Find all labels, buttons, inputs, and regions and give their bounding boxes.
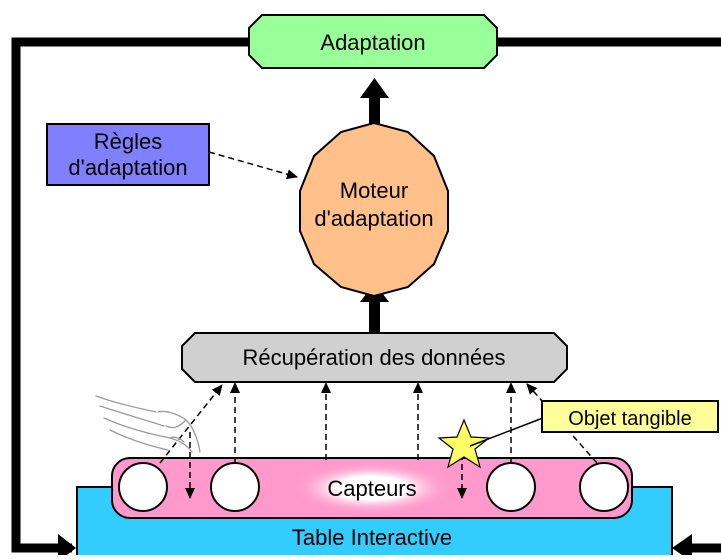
arrow-moteur-to-adaptation <box>360 78 389 124</box>
adaptation-node: Adaptation <box>248 14 498 69</box>
moteur-shape <box>299 121 449 298</box>
sensor-circle-3 <box>486 462 536 512</box>
moteur-label-line1: Moteur <box>340 178 408 203</box>
feedback-arrowhead-left <box>58 534 76 560</box>
recuperation-node: Récupération des données <box>181 332 568 383</box>
feedback-line-left <box>11 37 250 553</box>
regles-box <box>46 123 210 186</box>
recuperation-label: Récupération des données <box>243 345 506 370</box>
sensor-circle-4 <box>579 462 629 512</box>
adaptation-label: Adaptation <box>320 30 425 55</box>
objet-tangible-node: Objet tangible <box>469 400 719 447</box>
objet-tangible-box <box>541 400 719 433</box>
regles-node: Règles d'adaptation <box>46 123 298 186</box>
adaptation-box <box>248 14 498 69</box>
feedback-loop <box>11 37 721 560</box>
moteur-node: Moteur d'adaptation <box>299 121 449 298</box>
capteurs-glow <box>292 462 452 514</box>
sensor-circle-2 <box>210 462 260 512</box>
objet-tangible-label: Objet tangible <box>568 408 691 430</box>
table-interactive-label: Table Interactive <box>292 525 452 550</box>
star-icon <box>437 418 491 469</box>
objet-tangible-pointer <box>469 415 549 447</box>
regles-label-line1: Règles <box>94 129 162 154</box>
feedback-arrowhead-right <box>672 534 692 560</box>
arrow-sensor1-up <box>159 384 223 464</box>
hand-touch-icon <box>95 395 201 453</box>
capteurs-node: Capteurs <box>111 457 633 519</box>
capteurs-label: Capteurs <box>327 476 416 501</box>
sensor-circle-1 <box>118 462 168 512</box>
arrow-regles-to-moteur <box>208 151 298 180</box>
moteur-label-line2: d'adaptation <box>314 206 433 231</box>
recuperation-box <box>181 332 568 383</box>
regles-label-line2: d'adaptation <box>68 155 187 180</box>
